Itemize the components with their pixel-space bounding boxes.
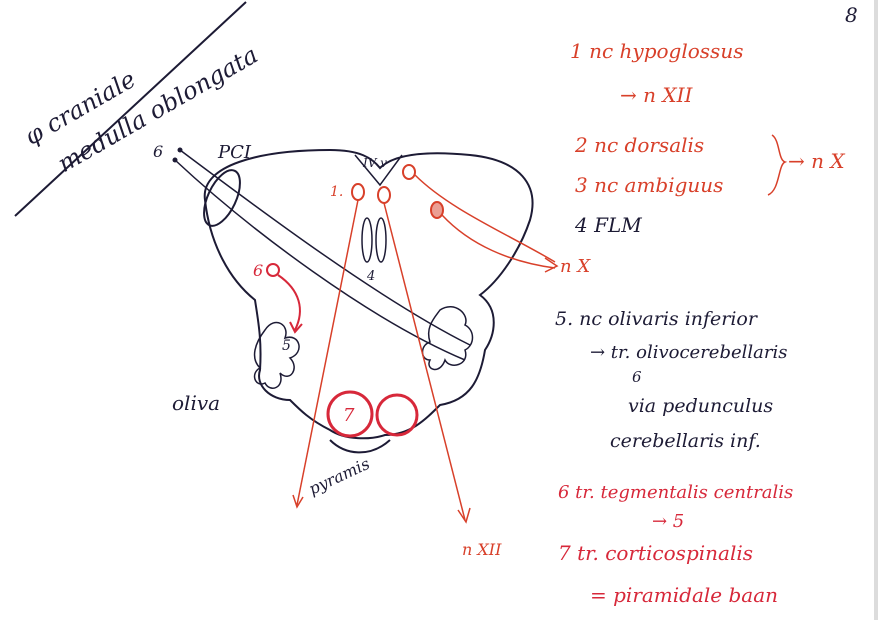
pyramid-base xyxy=(329,439,391,454)
label-six-circle: 6 xyxy=(253,261,263,280)
nucleus-ambiguus xyxy=(402,164,416,180)
label-fourth-ventricle: IV v xyxy=(362,156,387,170)
label-seven: 7 xyxy=(343,405,355,426)
legend-item1-arrow: → n XII xyxy=(620,83,693,107)
legend-item1: 1 nc hypoglossus xyxy=(570,39,743,63)
label-six: 6 xyxy=(153,142,163,161)
legend-item3: 3 nc ambiguus xyxy=(575,173,723,197)
title-underline xyxy=(14,1,247,217)
page-edge xyxy=(874,0,878,620)
olivocerebellar-fiber-1 xyxy=(179,149,471,346)
legend-item4: 4 FLM xyxy=(574,213,642,237)
legend-item5-sup: 6 xyxy=(632,368,642,386)
label-pyramis: pyramis xyxy=(306,454,373,499)
legend: 1 nc hypoglossus → n XII 2 nc dorsalis 3… xyxy=(555,39,845,607)
label-n-xii: n XII xyxy=(462,540,502,559)
label-oliva: oliva xyxy=(172,391,220,415)
legend-item5-l1: 5. nc olivaris inferior xyxy=(555,308,759,330)
legend-item2: 2 nc dorsalis xyxy=(574,133,704,157)
medulla-outline xyxy=(203,148,534,440)
pyramid-right xyxy=(375,393,419,437)
pci-oval xyxy=(203,169,241,227)
legend-item23-arrow: → n X xyxy=(788,149,845,173)
legend-item5-l2: → tr. olivocerebellaris xyxy=(590,342,787,363)
tegmental-tract xyxy=(266,263,280,277)
nucleus-dorsalis xyxy=(377,186,391,204)
label-one: 1. xyxy=(330,184,343,200)
flm-right xyxy=(375,217,387,263)
legend-item6-l2: → 5 xyxy=(652,511,684,532)
label-five: 5 xyxy=(282,338,291,354)
legend-item5-l3: via pedunculus xyxy=(628,395,773,417)
legend-item7-l1: 7 tr. corticospinalis xyxy=(558,541,753,565)
nucleus-hypoglossus xyxy=(351,183,365,201)
fourth-ventricle xyxy=(354,154,403,187)
nerve-fibers xyxy=(292,174,559,524)
oliva-right xyxy=(421,305,474,371)
nucleus-x xyxy=(430,201,444,219)
legend-item7-l2: = piramidale baan xyxy=(590,583,778,607)
oliva-left xyxy=(253,321,300,389)
label-four: 4 xyxy=(366,269,375,284)
flm-left xyxy=(361,217,373,263)
olivocerebellar-fiber-2 xyxy=(174,159,466,361)
label-pci: PCI xyxy=(217,142,252,163)
legend-item5-l4: cerebellaris inf. xyxy=(610,430,761,452)
legend-item6-l1: 6 tr. tegmentalis centralis xyxy=(558,482,793,503)
pyramid-left xyxy=(326,390,374,438)
nuclei xyxy=(351,164,444,219)
label-n-x: n X xyxy=(560,256,591,277)
page-number: 8 xyxy=(845,3,858,27)
